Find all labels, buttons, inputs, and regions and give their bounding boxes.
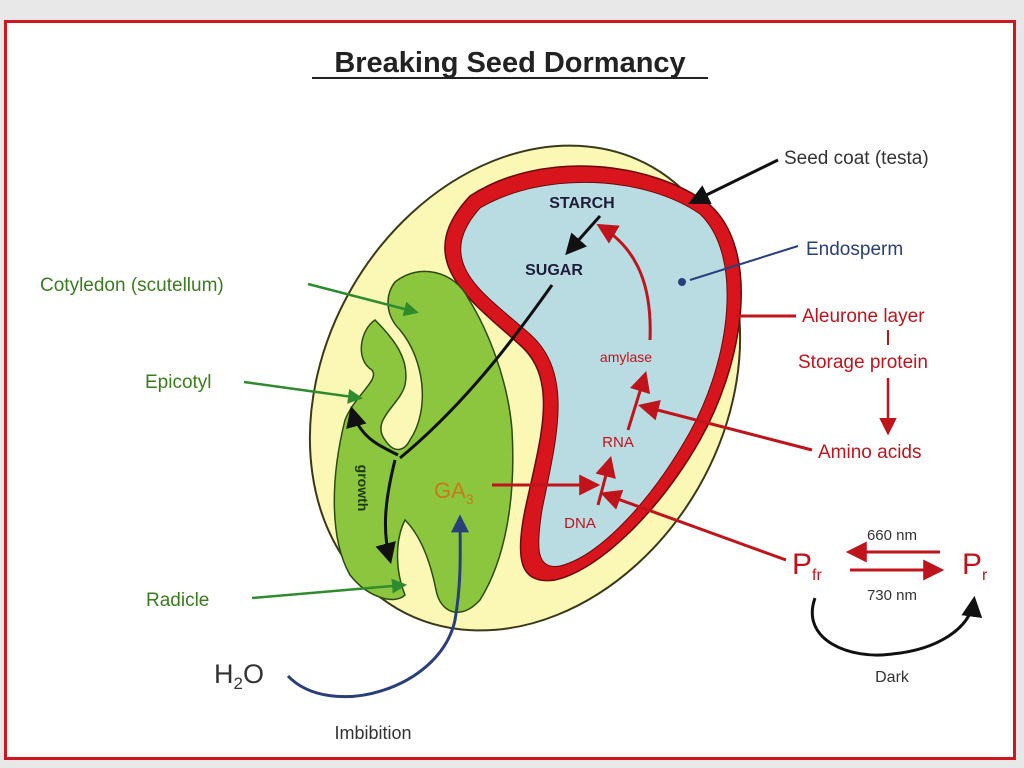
- pfr-label: Pfr: [792, 548, 822, 584]
- imbibition-label: Imbibition: [334, 723, 411, 743]
- dark-reversion-arrow: [811, 595, 983, 657]
- radicle-label: Radicle: [146, 590, 209, 611]
- nm730-label: 730 nm: [867, 587, 917, 604]
- imbibition-arrow: [286, 514, 470, 699]
- dark-label: Dark: [875, 669, 910, 686]
- starch-label: STARCH: [549, 195, 614, 212]
- dna-label: DNA: [564, 515, 596, 532]
- growth-arrow-up: [346, 405, 399, 457]
- aleurone-label: Aleurone layer: [802, 306, 925, 327]
- diagram-title: Breaking Seed Dormancy: [334, 47, 685, 79]
- amino-acids-label: Amino acids: [818, 442, 922, 463]
- seed-coat-shape: [308, 144, 742, 632]
- amylase-to-starch-arrow: [596, 223, 652, 341]
- cotyledon-label: Cotyledon (scutellum): [40, 275, 224, 296]
- pfr-to-dna-arrow: [600, 489, 787, 562]
- starch-to-sugar-arrow: [565, 215, 602, 256]
- endosperm-pointer: [689, 245, 799, 281]
- seed-coat-label: Seed coat (testa): [784, 148, 929, 169]
- sugar-label: SUGAR: [525, 262, 583, 279]
- amino-acids-arrow: [637, 400, 813, 452]
- seed-coat-pointer: [688, 158, 779, 205]
- sugar-to-embryo-arrow: [399, 284, 554, 460]
- nm660-label: 660 nm: [867, 527, 917, 544]
- pr-label: Pr: [962, 548, 988, 584]
- cotyledon-pointer: [307, 282, 419, 317]
- growth-arrow-down: [375, 459, 397, 565]
- epicotyl-pointer: [243, 380, 363, 404]
- epicotyl-label: Epicotyl: [145, 372, 212, 393]
- endosperm-dot: [678, 278, 686, 286]
- rna-label: RNA: [602, 434, 634, 451]
- rna-to-amylase-arrow: [626, 370, 651, 431]
- endosperm-label: Endosperm: [806, 239, 903, 260]
- amylase-label: amylase: [600, 349, 652, 365]
- growth-label: growth: [355, 465, 371, 512]
- storage-protein-label: Storage protein: [798, 352, 928, 373]
- endosperm-shape: [460, 181, 728, 567]
- dna-to-rna-arrow: [595, 455, 616, 506]
- ga3-label: GA3: [434, 478, 474, 507]
- h2o-label: H2O: [214, 659, 264, 693]
- radicle-pointer: [251, 578, 407, 600]
